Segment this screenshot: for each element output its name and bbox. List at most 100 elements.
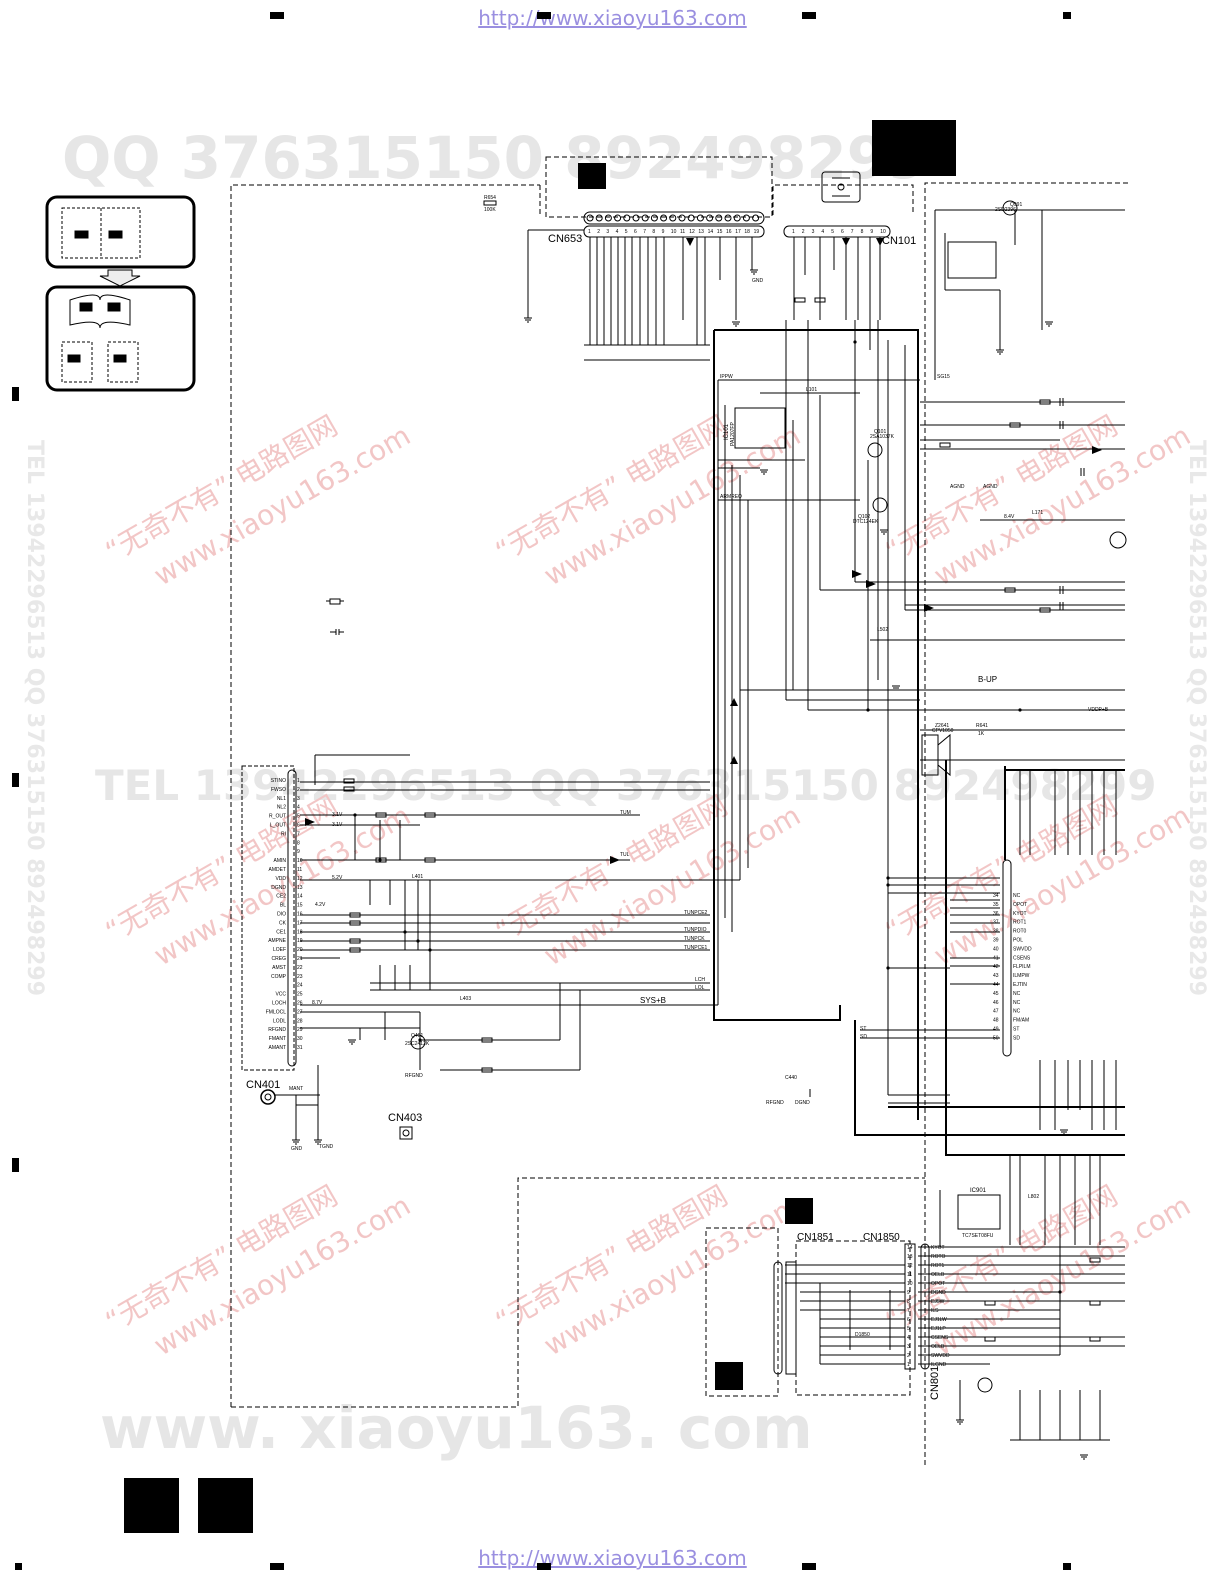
net-vddp: VDDP+B — [1088, 707, 1109, 713]
r654-ref: R654 — [484, 195, 496, 201]
net-tgnd: TGND — [319, 1144, 334, 1150]
cn653-pin — [733, 214, 741, 222]
cn1850-pin-signal: OELB — [931, 1272, 945, 1278]
q101-part: 2SA1037K — [870, 434, 895, 440]
cn403-pin-number: 24 — [297, 983, 303, 989]
cn653-pin — [586, 214, 594, 222]
net-armreo: ARMREO — [720, 494, 742, 500]
cn1850-pin-signal: EJ1LP — [931, 1326, 946, 1332]
watermark-layer: QQ 376315150 892498299 TEL 13942296513 Q… — [22, 124, 1209, 1462]
cn801-pin-signal: KYOT — [1013, 911, 1027, 917]
cn653-pin-number: 8 — [652, 229, 655, 235]
cn801-pin-number: 49 — [993, 1027, 999, 1033]
cn1851-label: CN1851 — [797, 1232, 834, 1243]
cn403-pin-number: 31 — [297, 1045, 303, 1051]
cn403-pin-signal: CE2 — [276, 894, 286, 900]
transistor-labels: Q101 2SA1037K Q102 DTC124EK Q401 2SC2412… — [405, 202, 1022, 1047]
header-url[interactable]: http://www.xiaoyu163.com — [478, 6, 747, 30]
cn1850-pin-signal: EJ1LW — [931, 1317, 947, 1323]
cn101-pin-number: 2 — [802, 229, 805, 235]
cn801-pin-signal: ROT1 — [1013, 920, 1027, 926]
block-markers — [124, 120, 956, 1533]
cn653-pin — [706, 214, 714, 222]
gnd-label-2: GND — [291, 1146, 303, 1152]
watermark-side-left: TEL 13942296513 QQ 376315150 892498299 — [22, 440, 47, 996]
net-lch: LCH — [695, 977, 705, 983]
cn653-pin — [669, 214, 677, 222]
wiring-thin — [275, 209, 1125, 1441]
q401-part: 2SC2412K — [405, 1041, 430, 1047]
cn403-pin-signal: RI — [281, 831, 286, 837]
ic101-ref: IC101 — [724, 423, 730, 440]
cn403-pin-signal: FMLOCL — [266, 1009, 287, 1015]
cn403-pin-number: 3 — [297, 796, 300, 802]
cn653-pin — [623, 214, 631, 222]
cn653-pin — [742, 214, 750, 222]
cn801-pin-signal: EJTIN — [1013, 982, 1027, 988]
cn653-pin — [604, 214, 612, 222]
cn403-pin-number: 11 — [297, 867, 302, 873]
l171-ref: L171 — [1032, 510, 1043, 516]
cn801-pin-signal: NC — [1013, 1009, 1021, 1015]
passive-glyphs — [343, 297, 1101, 1342]
ground-symbols — [292, 269, 1088, 1460]
cn653-pin — [752, 214, 760, 222]
cn801-pin-signal: SWVDD — [1013, 946, 1032, 952]
cn401-label: CN401 — [246, 1079, 280, 1091]
cn403-pin-signal: RFGND — [268, 1027, 286, 1033]
cn653-pin — [678, 214, 686, 222]
z2641-part: CPV1050 — [932, 728, 954, 734]
ground-labels: GND AGND AGND GND DGND — [291, 278, 998, 1152]
footer-url[interactable]: http://www.xiaoyu163.com — [478, 1546, 747, 1570]
cn1850-pin-signal: ILGND — [931, 1362, 947, 1368]
cn653-pin-number: 10 — [671, 229, 677, 235]
net-8v4: 8.4V — [1004, 514, 1015, 520]
mant-label: MANT — [289, 1086, 303, 1092]
cn101-pin-number: 7 — [851, 229, 854, 235]
component-labels: R654 100K L101 L502 L171 L403 L401 L802 … — [412, 195, 1043, 1338]
l502-ref: L502 — [877, 627, 888, 633]
cn403-pin-signal: L_OUT — [270, 823, 286, 829]
cn653-pin-number: 9 — [662, 229, 665, 235]
cn653-pin-number: 19 — [754, 229, 760, 235]
cn403-pin-signal: AMPNE — [268, 938, 286, 944]
cn101-pin-number: 4 — [821, 229, 824, 235]
net-labels: TUM TUL TUNPCE2 TUNPDIO TUNPCK TUNPCE1 L… — [312, 374, 1109, 1150]
agnd-label-1: AGND — [950, 484, 965, 490]
cn403-pin-number: 8 — [297, 840, 300, 846]
net-tul: TUL — [620, 852, 630, 858]
cn403-pin-signal: R_OUT — [269, 814, 286, 820]
cn403-pin-signal: NL2 — [277, 805, 286, 811]
q991-ref: Q991 — [1010, 202, 1022, 208]
cn653-pin-number: 17 — [735, 229, 741, 235]
signal-arrows — [305, 238, 1102, 864]
cn801-pin-list: NC34OPOT35KYOT36ROT137ROT038POL39SWVDD40… — [993, 893, 1032, 1041]
cn653-pin-number: 11 — [680, 229, 685, 235]
d1850-ref: D1850 — [855, 1332, 870, 1338]
cn403-pin-number: 14 — [297, 894, 303, 900]
c440-ref: C440 — [785, 1075, 797, 1081]
ic101-part: PA1207FP — [730, 422, 736, 446]
cn403-pin-number: 12 — [297, 876, 303, 882]
cn403-pin-signal: AMDET — [269, 867, 287, 873]
net-4v2: 4.2V — [315, 902, 326, 908]
cn403-pin-signal: CK — [279, 920, 287, 926]
cn1850-pin-number: 9 — [907, 1290, 910, 1296]
cn653-pin — [724, 214, 732, 222]
cn1850-pin-signal: KYOT — [931, 1245, 945, 1251]
cn1850-pin-signal: SWVDD — [931, 1353, 950, 1359]
cn403-pin-number: 2 — [297, 787, 300, 793]
net-sg15: SG15 — [937, 374, 950, 380]
l802-ref: L802 — [1028, 1194, 1039, 1200]
cn403-pin-number: 9 — [297, 849, 300, 855]
cn1850-pin-signal: ILS — [931, 1308, 939, 1314]
cn801-pin-number: 42 — [993, 964, 999, 970]
r654-val: 100K — [484, 207, 496, 213]
cn653-pin-number: 4 — [616, 229, 619, 235]
r641-ref: R641 — [976, 723, 988, 729]
cn653-pin-number: 16 — [726, 229, 732, 235]
cn653-pin-number: 14 — [708, 229, 714, 235]
net-rfgnd: RFGND — [405, 1073, 423, 1079]
cn1850-pin-number: 12 — [907, 1263, 913, 1269]
